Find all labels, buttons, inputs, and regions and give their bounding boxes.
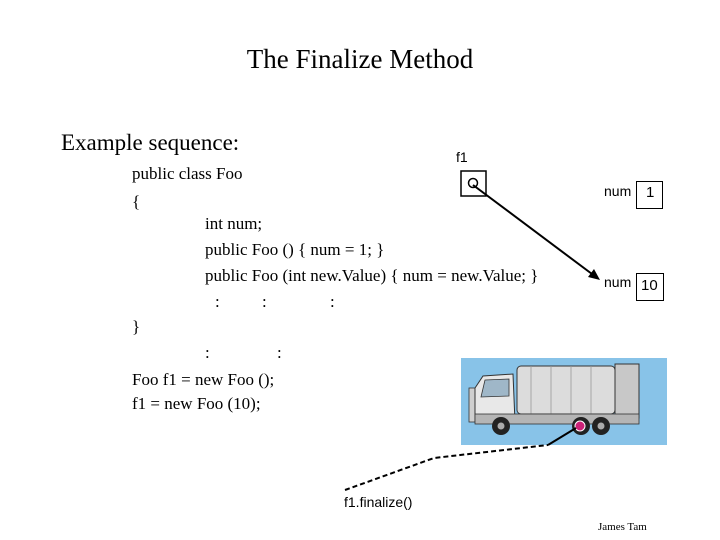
code-line: public Foo () { num = 1; } (205, 240, 385, 259)
reference-label: f1 (456, 149, 468, 165)
reference-arrow (472, 184, 597, 278)
code-line: : (330, 292, 335, 311)
garbage-truck-image (461, 358, 667, 445)
author-footer: James Tam (598, 521, 647, 533)
finalize-marker (574, 420, 586, 432)
finalize-dashed-line (344, 444, 549, 491)
code-line: { (132, 192, 141, 211)
code-line: : (215, 292, 220, 311)
garbage-truck-icon (468, 363, 640, 435)
arrowhead-icon (588, 269, 600, 280)
slide-title: The Finalize Method (246, 44, 474, 74)
code-line: : (262, 292, 267, 311)
field-value: 1 (646, 184, 655, 201)
code-line: public class Foo (132, 164, 243, 183)
code-line: : (277, 343, 282, 362)
finalize-dashed-line-end (547, 427, 577, 446)
field-name: num (604, 183, 632, 199)
reference-dot-icon (467, 177, 479, 189)
field-value: 10 (641, 277, 658, 294)
field-name: num (604, 274, 632, 290)
code-line: Foo f1 = new Foo (); (132, 370, 275, 389)
field-value-box (636, 273, 664, 301)
field-value-box (636, 181, 663, 209)
slide-subtitle: Example sequence: (61, 130, 240, 155)
code-line: public Foo (int new.Value) { num = new.V… (205, 266, 539, 285)
code-line: : (205, 343, 210, 362)
code-line: } (132, 317, 141, 336)
code-line: f1 = new Foo (10); (132, 394, 261, 413)
code-line: int num; (205, 214, 263, 233)
finalize-label: f1.finalize() (344, 494, 413, 510)
